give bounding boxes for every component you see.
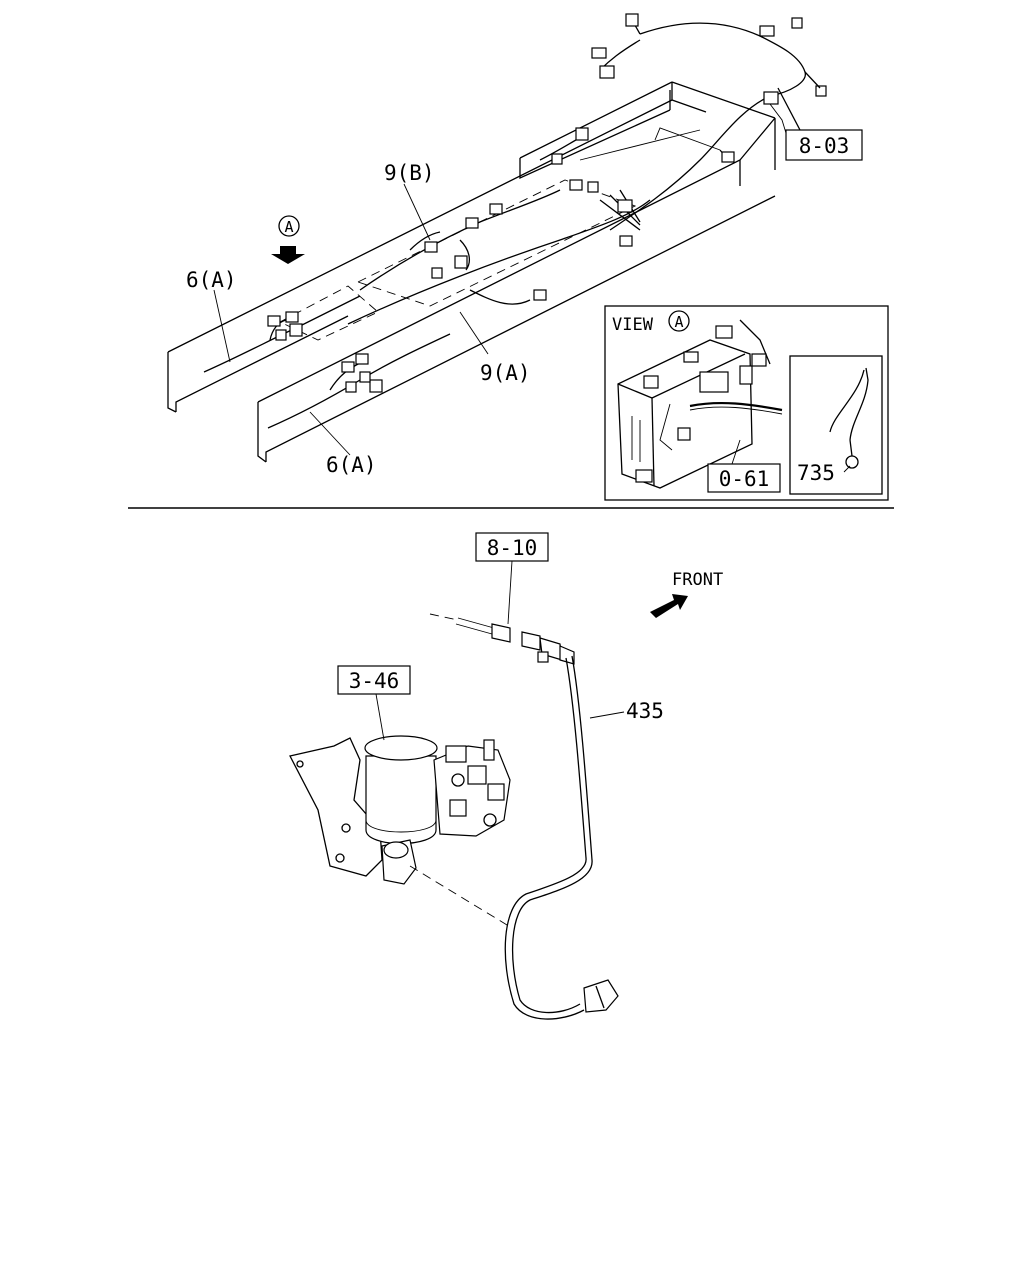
harness-6a-left [203,295,361,373]
frame-rails-drawing [167,13,827,463]
svg-text:A: A [284,218,293,236]
callout-8-10[interactable]: 8-10 [475,532,549,562]
sensor-8-10 [429,613,511,643]
callout-9a[interactable]: 9(A) [480,361,531,385]
left-frame-rail [167,81,776,413]
harness-9b [359,127,641,291]
ground-cable-735 [829,367,869,469]
harness-8-03 [591,13,827,231]
front-label: FRONT [672,570,723,590]
cable-435 [504,655,619,1020]
view-a-label: VIEW [612,315,654,335]
svg-text:3-46: 3-46 [349,669,400,693]
callout-435[interactable]: 435 [626,699,664,723]
cable-connector [521,631,575,665]
right-frame-rail [257,117,776,463]
control-unit-0-61 [617,319,783,489]
callout-6a-top[interactable]: 6(A) [186,268,237,292]
view-a-marker: A [278,215,300,237]
view-a-inset: VIEW A [604,305,889,501]
front-arrow-icon [650,594,688,618]
svg-text:8-10: 8-10 [487,536,538,560]
svg-text:8-03: 8-03 [799,134,850,158]
callout-8-03[interactable]: 8-03 [785,129,863,161]
air-dryer-3-46 [289,735,511,885]
arrow-down-icon [271,246,305,264]
leader-lines-top [213,103,791,456]
callout-0-61[interactable]: 0-61 [707,463,781,493]
svg-text:A: A [674,313,683,331]
svg-text:0-61: 0-61 [719,467,770,491]
callout-3-46[interactable]: 3-46 [337,665,411,695]
callout-735[interactable]: 735 [797,461,835,485]
callout-6a-bottom[interactable]: 6(A) [326,453,377,477]
harness-9a [347,199,651,325]
harness-6a-right [267,333,451,429]
callout-9b[interactable]: 9(B) [384,161,435,185]
rear-box [519,90,721,180]
